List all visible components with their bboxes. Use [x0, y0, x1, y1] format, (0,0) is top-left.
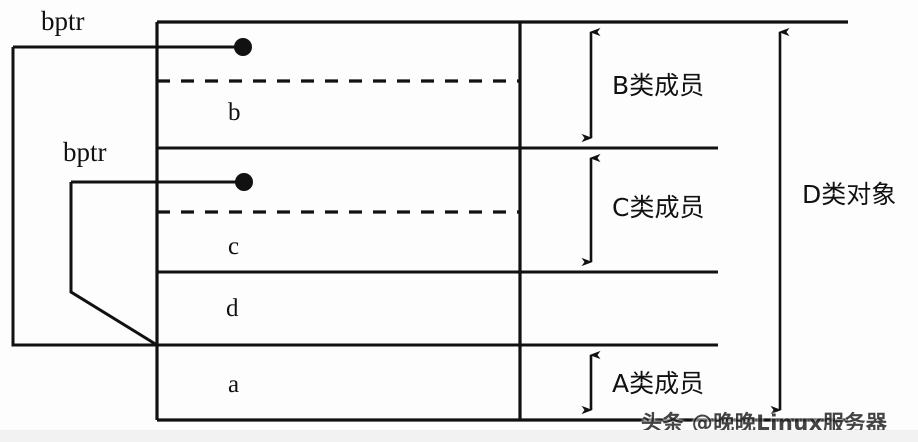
slot-label-b: b: [228, 99, 241, 126]
span-label-a-members: A类成员: [612, 369, 705, 398]
span-label-b-members: B类成员: [612, 71, 705, 100]
span-label-d-object: D类对象: [802, 180, 897, 209]
bptr-upper-target-dot: [234, 38, 252, 56]
slot-label-d: d: [226, 295, 239, 322]
bptr-lower-bracket: [69, 182, 158, 347]
pointer-bptr-lower: [69, 173, 253, 347]
slot-label-a: a: [228, 371, 240, 398]
slot-label-c: c: [228, 233, 240, 260]
pointer-bptr-upper: [11, 38, 252, 347]
bptr-upper-label: bptr: [41, 6, 85, 36]
object-box-outline: [155, 20, 848, 422]
span-label-c-members: C类成员: [612, 193, 705, 222]
slot-divider-lines: [157, 79, 718, 347]
bptr-lower-target-dot: [235, 173, 253, 191]
bptr-lower-label: bptr: [63, 137, 107, 167]
bottom-edge-strip: [0, 430, 918, 442]
bptr-upper-bracket: [11, 47, 157, 347]
